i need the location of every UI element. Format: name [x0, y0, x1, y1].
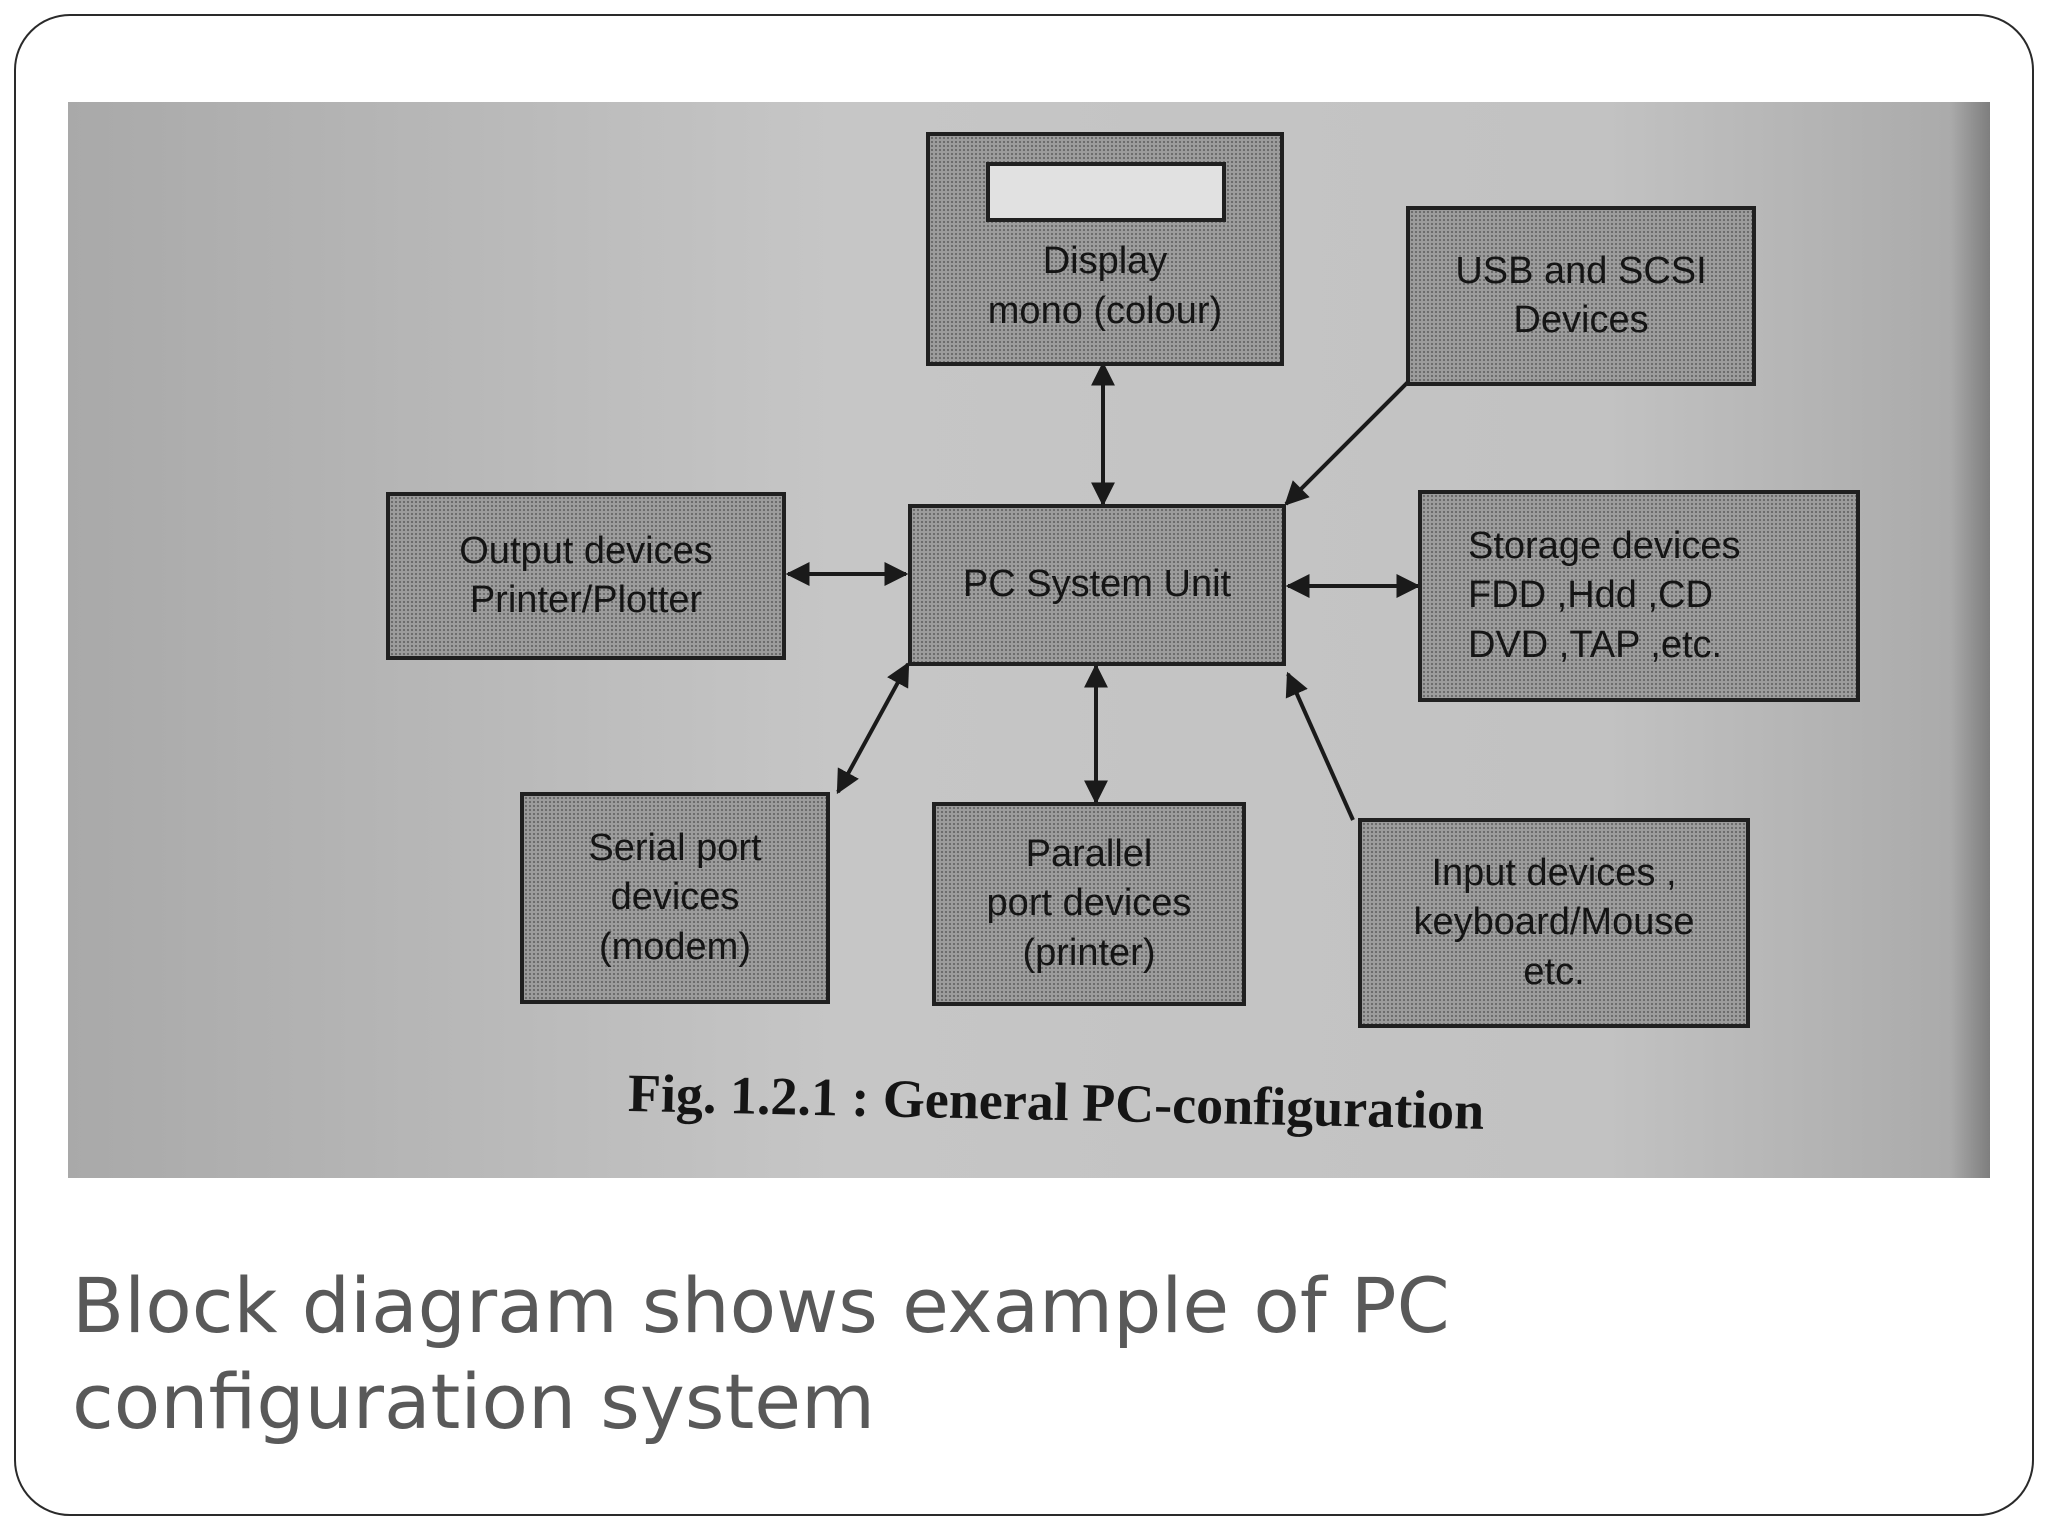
serial-port-box: Serial port devices (modem)	[520, 792, 830, 1004]
diagram-photo: Display mono (colour) USB and SCSI Devic…	[68, 102, 1990, 1178]
connector-arrows	[785, 361, 1421, 821]
usb-scsi-label: USB and SCSI Devices	[1455, 249, 1707, 341]
slide-caption: Block diagram shows example of PC config…	[72, 1261, 1450, 1446]
input-devices-box: Input devices , keyboard/Mouse etc.	[1358, 818, 1750, 1028]
photo-shadow	[1950, 102, 1990, 1178]
storage-devices-label: Storage devices FDD ,Hdd ,CD DVD ,TAP ,e…	[1468, 524, 1741, 666]
output-devices-box: Output devices Printer/Plotter	[386, 492, 786, 660]
serial-port-label: Serial port devices (modem)	[588, 826, 762, 968]
arrow-usb-system	[1284, 380, 1410, 506]
arrow-input-system	[1285, 671, 1355, 821]
usb-scsi-box: USB and SCSI Devices	[1406, 206, 1756, 386]
pc-system-unit-box: PC System Unit	[908, 504, 1286, 666]
storage-devices-box: Storage devices FDD ,Hdd ,CD DVD ,TAP ,e…	[1418, 490, 1860, 702]
output-devices-label: Output devices Printer/Plotter	[459, 529, 713, 621]
display-screen-icon	[986, 162, 1226, 222]
parallel-port-label: Parallel port devices (printer)	[986, 832, 1192, 974]
input-devices-label: Input devices , keyboard/Mouse etc.	[1413, 851, 1695, 993]
parallel-port-box: Parallel port devices (printer)	[932, 802, 1246, 1006]
pc-system-unit-label: PC System Unit	[962, 563, 1232, 606]
display-box: Display mono (colour)	[926, 132, 1284, 366]
arrow-serial-system	[836, 661, 910, 795]
display-label: Display mono (colour)	[987, 240, 1223, 332]
